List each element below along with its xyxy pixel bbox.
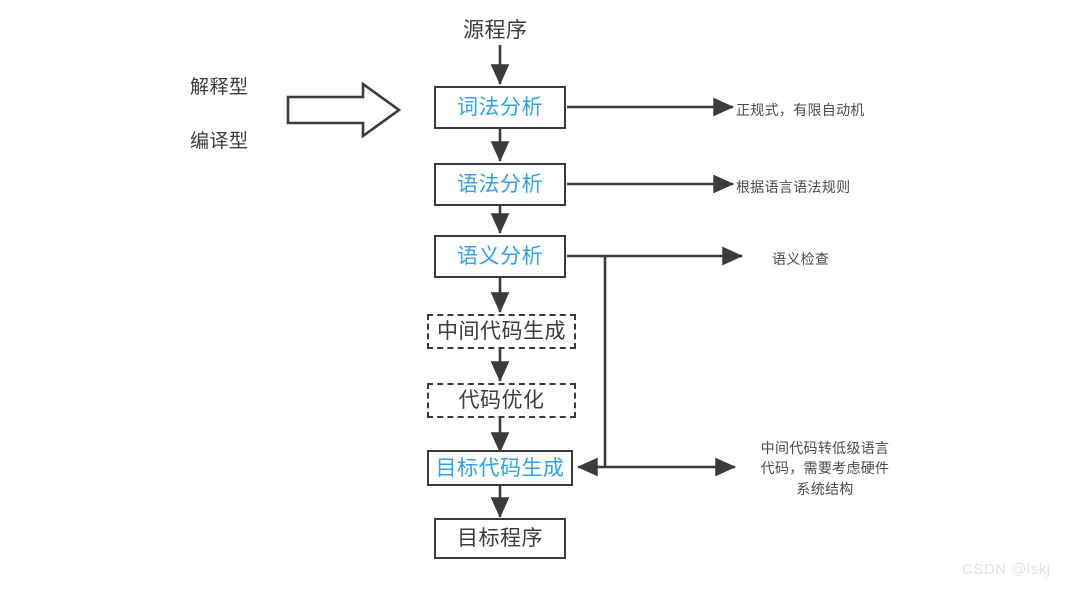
node-syntax-analysis-label: 语法分析 bbox=[457, 173, 543, 196]
block-arrow-right bbox=[286, 81, 402, 139]
node-intermediate-code-generation-label: 中间代码生成 bbox=[437, 320, 566, 343]
source-program-label: 源程序 bbox=[463, 19, 528, 42]
label-interpreted: 解释型 bbox=[190, 77, 249, 98]
annotation-semantic: 语义检查 bbox=[772, 251, 830, 267]
node-semantic-analysis[interactable]: 语义分析 bbox=[434, 235, 566, 278]
node-syntax-analysis[interactable]: 语法分析 bbox=[434, 163, 566, 206]
annotation-syntax: 根据语言语法规则 bbox=[736, 179, 851, 195]
node-lexical-analysis[interactable]: 词法分析 bbox=[434, 86, 566, 129]
annotation-target-code: 中间代码转低级语言 代码，需要考虑硬件 系统结构 bbox=[740, 438, 910, 499]
watermark-csdn: CSDN @lskj bbox=[962, 561, 1051, 578]
label-compiled: 编译型 bbox=[190, 131, 249, 152]
node-target-code-generation[interactable]: 目标代码生成 bbox=[427, 450, 573, 486]
node-code-optimization-label: 代码优化 bbox=[458, 389, 545, 412]
annotation-target-code-line3: 系统结构 bbox=[796, 480, 854, 497]
node-target-program-label: 目标程序 bbox=[457, 527, 543, 550]
node-intermediate-code-generation[interactable]: 中间代码生成 bbox=[427, 314, 576, 349]
node-code-optimization[interactable]: 代码优化 bbox=[427, 383, 576, 418]
node-semantic-analysis-label: 语义分析 bbox=[457, 245, 543, 268]
annotation-lexical: 正规式，有限自动机 bbox=[736, 102, 865, 118]
annotation-target-code-line1: 中间代码转低级语言 bbox=[760, 440, 890, 456]
node-target-code-generation-label: 目标代码生成 bbox=[435, 456, 565, 480]
annotation-target-code-line2: 代码，需要考虑硬件 bbox=[760, 460, 890, 477]
node-lexical-analysis-label: 词法分析 bbox=[457, 96, 543, 119]
node-target-program[interactable]: 目标程序 bbox=[434, 518, 566, 559]
